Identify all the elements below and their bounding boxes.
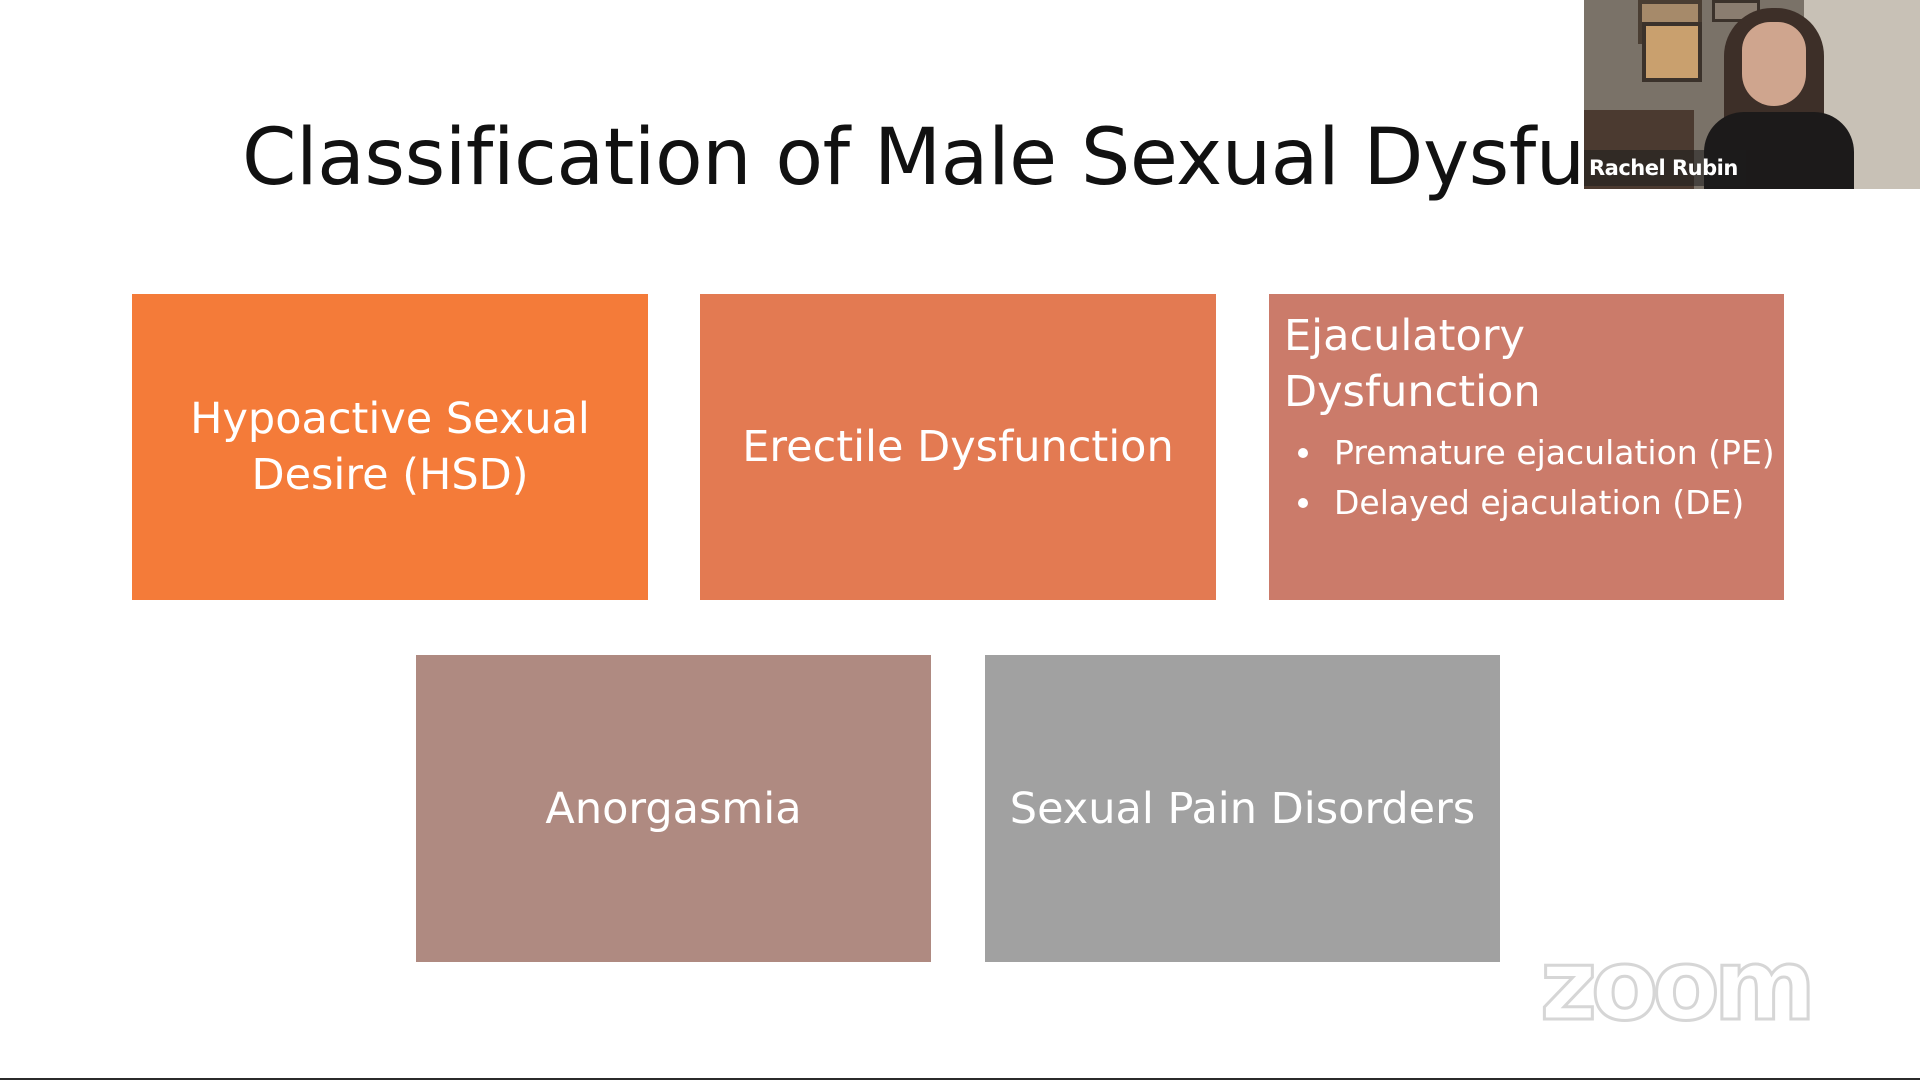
box-anorgasmia-label: Anorgasmia	[545, 783, 802, 834]
slide-title: Classification of Male Sexual Dysfuncti	[242, 113, 1662, 203]
box-anorgasmia: Anorgasmia	[416, 655, 931, 962]
participant-name-label: Rachel Rubin	[1584, 150, 1746, 186]
box-sexual-pain-disorders: Sexual Pain Disorders	[985, 655, 1500, 962]
box-pain-label: Sexual Pain Disorders	[1009, 783, 1476, 834]
box-ejaculatory-dysfunction: Ejaculatory Dysfunction Premature ejacul…	[1269, 294, 1784, 600]
participant-face	[1742, 22, 1806, 106]
box-erectile-dysfunction: Erectile Dysfunction	[700, 294, 1216, 600]
bullet-dot-icon	[1298, 448, 1308, 458]
ej-bullet-list: Premature ejaculation (PE) Delayed ejacu…	[1284, 428, 1775, 528]
bullet-dot-icon	[1298, 498, 1308, 508]
ej-bullet-text: Delayed ejaculation (DE)	[1334, 483, 1745, 522]
box-ed-label: Erectile Dysfunction	[742, 422, 1174, 472]
screen-bottom-border	[0, 1078, 1920, 1080]
ej-bullet-item: Delayed ejaculation (DE)	[1284, 478, 1770, 528]
picture-frame	[1642, 22, 1702, 82]
participant-video-tile[interactable]: Rachel Rubin	[1584, 0, 1920, 189]
ej-bullet-item: Premature ejaculation (PE)	[1284, 428, 1775, 478]
zoom-watermark-logo: zoom	[1539, 929, 1818, 1043]
box-ej-heading: Ejaculatory Dysfunction	[1284, 311, 1541, 417]
ej-bullet-text: Premature ejaculation (PE)	[1334, 433, 1775, 472]
box-hsd-label: Hypoactive Sexual Desire (HSD)	[190, 394, 590, 500]
box-hypoactive-sexual-desire: Hypoactive Sexual Desire (HSD)	[132, 294, 648, 600]
